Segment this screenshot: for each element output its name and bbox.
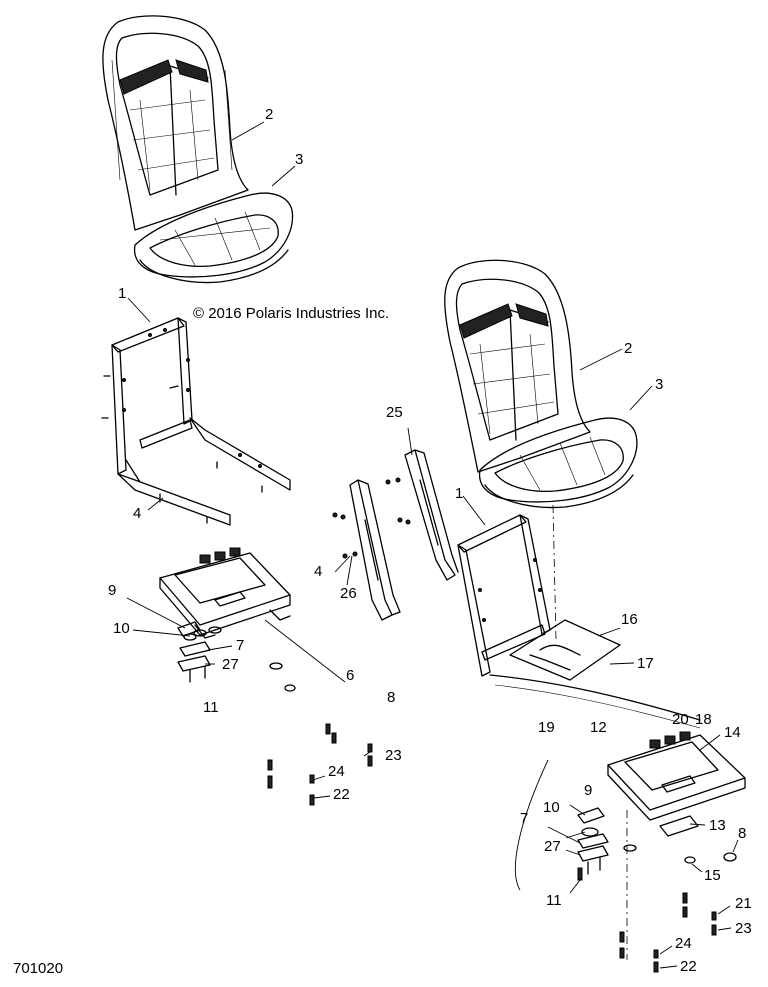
left-seat-cushion bbox=[133, 192, 294, 284]
callout-1-right: 1 bbox=[455, 485, 464, 502]
callout-17: 17 bbox=[637, 655, 654, 672]
left-seat bbox=[102, 15, 294, 284]
callout-12: 12 bbox=[590, 719, 607, 736]
right-seat-cushion bbox=[478, 417, 638, 509]
callout-9-right: 9 bbox=[584, 782, 593, 799]
callout-23-left: 23 bbox=[385, 747, 402, 764]
callout-18: 18 bbox=[695, 711, 712, 728]
callout-26: 26 bbox=[340, 585, 357, 602]
callout-10-right: 10 bbox=[543, 799, 560, 816]
right-hardware bbox=[577, 807, 737, 973]
left-seat-backrest bbox=[102, 15, 249, 231]
callout-23-right: 23 bbox=[735, 920, 752, 937]
callout-21: 21 bbox=[735, 895, 752, 912]
callout-4-mid: 4 bbox=[314, 563, 323, 580]
console-side-panels bbox=[332, 449, 459, 621]
callout-16: 16 bbox=[621, 611, 638, 628]
leader-lines bbox=[126, 121, 739, 969]
right-seat-frame bbox=[457, 514, 551, 677]
callout-27-right: 27 bbox=[544, 838, 561, 855]
callout-22-left: 22 bbox=[333, 786, 350, 803]
callout-19: 19 bbox=[538, 719, 555, 736]
left-seat-slider bbox=[159, 547, 291, 639]
callout-14: 14 bbox=[724, 724, 741, 741]
right-seat bbox=[444, 259, 638, 641]
callout-3-top: 3 bbox=[295, 151, 304, 168]
left-hardware bbox=[177, 621, 373, 806]
left-seat-frame bbox=[101, 317, 291, 526]
callout-10-left: 10 bbox=[113, 620, 130, 637]
callout-27-left: 27 bbox=[222, 656, 239, 673]
callout-9-left: 9 bbox=[108, 582, 117, 599]
callout-8-right: 8 bbox=[738, 825, 747, 842]
callout-20: 20 bbox=[672, 711, 689, 728]
callout-3-right: 3 bbox=[655, 376, 664, 393]
callout-7-left: 7 bbox=[236, 637, 245, 654]
callout-4-left: 4 bbox=[133, 505, 142, 522]
callout-13: 13 bbox=[709, 817, 726, 834]
callout-25: 25 bbox=[386, 404, 403, 421]
callout-7-right: 7 bbox=[520, 810, 529, 827]
callout-24-right: 24 bbox=[675, 935, 692, 952]
right-seat-slider bbox=[607, 731, 746, 960]
callout-1-left: 1 bbox=[118, 285, 127, 302]
right-seat-backrest bbox=[444, 259, 591, 473]
callout-11-right: 11 bbox=[546, 892, 562, 909]
callout-24-left: 24 bbox=[328, 763, 345, 780]
right-seat-base-bracket bbox=[489, 619, 701, 729]
callout-2-top: 2 bbox=[265, 106, 274, 123]
copyright-notice: © 2016 Polaris Industries Inc. bbox=[193, 305, 390, 322]
callout-8-left: 8 bbox=[387, 689, 396, 706]
diagram-number: 701020 bbox=[13, 960, 64, 977]
callout-15: 15 bbox=[704, 867, 721, 884]
callout-2-right: 2 bbox=[624, 340, 633, 357]
callout-6-left: 6 bbox=[346, 667, 355, 684]
callout-11-left: 11 bbox=[203, 699, 219, 716]
callout-22-right: 22 bbox=[680, 958, 697, 975]
